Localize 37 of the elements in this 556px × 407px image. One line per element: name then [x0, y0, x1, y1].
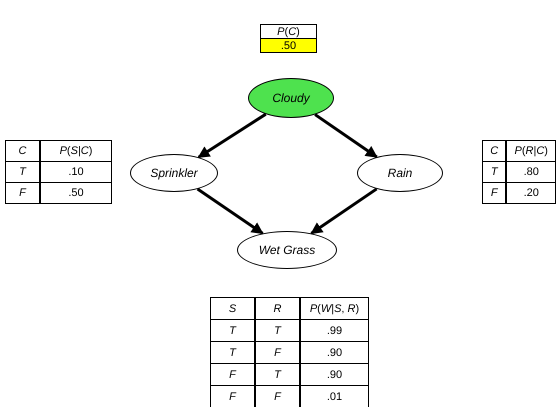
table-value: .10	[40, 162, 112, 182]
variable-node: Rain	[357, 154, 443, 192]
column-header: C	[6, 140, 40, 162]
table-value: T	[210, 320, 255, 342]
column-header: P(R|C)	[506, 140, 556, 162]
table-value: T	[255, 364, 300, 386]
variable-node: Cloudy	[248, 78, 334, 118]
variable-node: Sprinkler	[130, 154, 218, 192]
table-value: F	[210, 386, 255, 407]
arrow	[310, 188, 378, 235]
table-value: F	[482, 182, 506, 204]
table-value: .99	[300, 320, 368, 342]
column-header: P(C)	[260, 24, 316, 38]
table-value: T	[255, 320, 300, 342]
table-value: .20	[506, 182, 556, 204]
table-value: .90	[300, 364, 368, 386]
column-header: P(S|C)	[40, 140, 112, 162]
table-value: .01	[300, 386, 368, 407]
arrow	[314, 113, 378, 158]
table-value: .90	[300, 342, 368, 364]
column-header: R	[255, 298, 300, 320]
table-value: F	[6, 182, 40, 204]
table-value: .80	[506, 162, 556, 182]
table-value: F	[255, 386, 300, 407]
column-header: C	[482, 140, 506, 162]
variable-node: Wet Grass	[237, 231, 337, 269]
table-value: F	[255, 342, 300, 364]
column-header: P(W|S, R)	[300, 298, 368, 320]
column-header: S	[210, 298, 255, 320]
table-value: F	[210, 364, 255, 386]
arrow	[198, 112, 267, 158]
table-value: T	[6, 162, 40, 182]
arrow	[196, 188, 264, 235]
table-value: T	[482, 162, 506, 182]
table-value: .50	[260, 38, 316, 52]
table-value: T	[210, 342, 255, 364]
table-value: .50	[40, 182, 112, 204]
